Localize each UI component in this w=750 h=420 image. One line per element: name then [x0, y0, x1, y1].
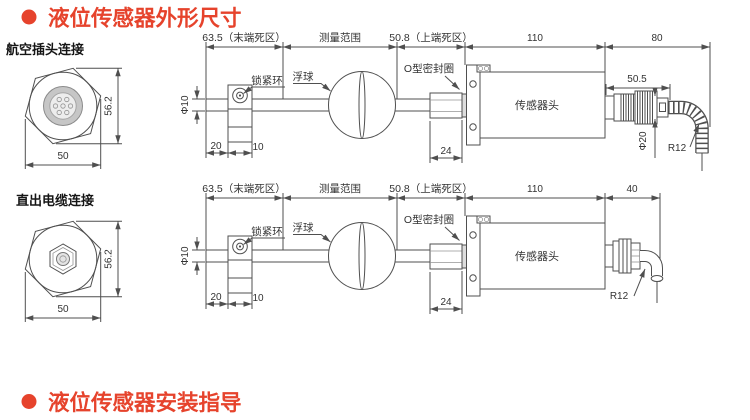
hex-end-view-aviation: 56.2 50 — [24, 67, 122, 169]
dim-measure-range: 测量范围 — [319, 182, 361, 195]
dim-bend-radius: R12 — [610, 291, 629, 302]
float-ball-label: 浮球 — [293, 70, 314, 83]
installation-title-row: 液位传感器安装指导 — [21, 390, 242, 415]
corrugated-cable — [668, 100, 709, 171]
dim-rod-diameter: Φ10 — [180, 246, 191, 266]
dim-rod-offset: 20 — [210, 292, 222, 303]
socket-inner-face — [49, 92, 77, 120]
connection-type-label: 直出电缆连接 — [16, 193, 94, 208]
dim-bend-radius: R12 — [668, 143, 687, 154]
gland-cable-hole — [56, 252, 70, 266]
dim-nut-width: 24 — [440, 146, 452, 157]
dim-rod-offset: 20 — [210, 141, 222, 152]
page-title: 液位传感器外形尺寸 — [48, 6, 242, 31]
cable-gland-assembly: R12 40 — [604, 184, 664, 303]
connection-type-label: 航空插头连接 — [6, 42, 84, 57]
dim-head-length: 110 — [527, 33, 543, 44]
plug-ribs-icon — [623, 94, 634, 121]
dim-nut-width: 24 — [440, 297, 452, 308]
o-ring-label: O型密封圈 — [404, 62, 454, 75]
bottom-drawing-direct-cable: 直出电缆连接 56.2 50 — [16, 182, 664, 322]
dim-head-length: 110 — [527, 184, 543, 195]
dim-rod-diameter: Φ10 — [180, 95, 191, 115]
dim-ring-width: 10 — [252, 293, 264, 304]
gland-hex-chamfer — [52, 247, 74, 271]
dim-ring-width: 10 — [252, 142, 264, 153]
hex-end-view-cable: 56.2 50 — [24, 220, 122, 322]
dim-measure-range: 测量范围 — [319, 31, 361, 44]
dim-hex-width: 50 — [57, 151, 69, 162]
o-ring-label: O型密封圈 — [404, 213, 454, 226]
float-ball-label: 浮球 — [293, 221, 314, 234]
dim-dead-zone-end: 63.5（末端死区） — [202, 182, 285, 195]
coupling-ribs-icon — [637, 91, 653, 124]
aviation-plug-assembly: 50.5 Φ20 R12 80 — [604, 33, 711, 171]
section-title: 液位传感器安装指导 — [48, 390, 242, 415]
bullet-icon — [21, 394, 37, 409]
sensor-head-label: 传感器头 — [515, 99, 559, 112]
lock-ring-label: 锁紧环 — [251, 225, 283, 238]
dimensions-title-row: 液位传感器外形尺寸 — [21, 6, 242, 31]
sensor-head-label: 传感器头 — [515, 250, 559, 263]
top-drawing-aviation-plug: 航空插头连接 56.2 50 — [6, 31, 711, 171]
dim-hex-height: 56.2 — [104, 96, 115, 116]
cable-bend — [640, 250, 664, 303]
socket-pins-icon — [52, 96, 74, 116]
dim-hex-height: 56.2 — [104, 249, 115, 269]
bullet-icon — [21, 9, 37, 25]
dim-plug-diameter: Φ20 — [638, 131, 649, 151]
dim-tail-length: 80 — [651, 33, 663, 44]
dim-hex-width: 50 — [57, 304, 69, 315]
dim-dead-zone-top: 50.8（上端死区） — [389, 182, 472, 195]
lock-ring-label: 锁紧环 — [251, 74, 283, 87]
dim-plug-length: 50.5 — [627, 74, 647, 85]
dim-dead-zone-top: 50.8（上端死区） — [389, 31, 472, 44]
dim-tail-length: 40 — [626, 184, 638, 195]
dim-dead-zone-end: 63.5（末端死区） — [202, 31, 285, 44]
